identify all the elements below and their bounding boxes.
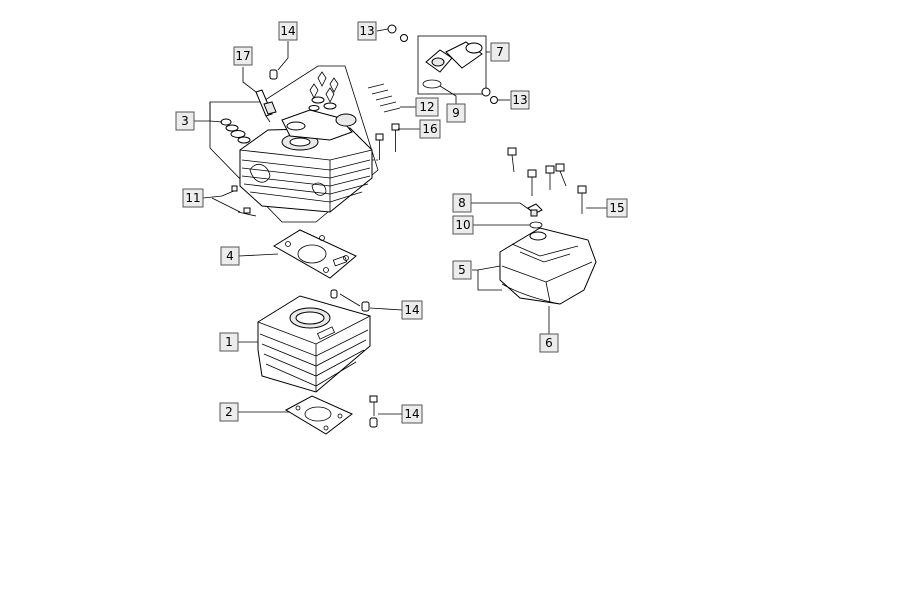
callout-13-top: 13 — [357, 21, 377, 41]
callout-1-text: 1 — [225, 335, 233, 349]
callout-1: 1 — [219, 332, 239, 352]
intake-pipe — [417, 35, 487, 95]
callout-14-top: 14 — [278, 21, 298, 41]
bolts-16 — [372, 123, 400, 161]
callout-14-bottom-text: 14 — [404, 407, 419, 421]
callout-11-text: 11 — [185, 191, 200, 205]
nuts-13 — [387, 24, 498, 104]
callout-8: 8 — [452, 193, 472, 213]
head-gasket — [273, 229, 357, 279]
cylinder-head — [209, 65, 379, 223]
callout-16-text: 16 — [422, 122, 437, 136]
cylinder-block — [257, 295, 371, 393]
callout-15-text: 15 — [609, 201, 624, 215]
dowel-pins-bottom — [369, 395, 378, 428]
callout-13-top-text: 13 — [359, 24, 374, 38]
callout-14-mid-text: 14 — [404, 303, 419, 317]
leader-lines — [194, 28, 607, 415]
callout-14-mid: 14 — [401, 300, 423, 320]
callout-7-text: 7 — [496, 45, 504, 59]
cylinder-head-cover — [499, 227, 597, 305]
callout-13-right: 13 — [510, 90, 530, 110]
callout-9: 9 — [446, 103, 466, 123]
callout-9-text: 9 — [452, 106, 460, 120]
callout-5: 5 — [452, 260, 472, 280]
callout-8-text: 8 — [458, 196, 466, 210]
callout-12: 12 — [415, 97, 439, 117]
o-ring — [529, 221, 543, 229]
callout-3: 3 — [175, 111, 195, 131]
bolts-15 — [507, 147, 587, 214]
callout-14-bottom: 14 — [401, 404, 423, 424]
spark-plug — [255, 89, 277, 123]
callout-3-text: 3 — [181, 114, 189, 128]
callout-2: 2 — [219, 402, 239, 422]
callout-10-text: 10 — [455, 218, 470, 232]
dowel-pins-top — [269, 69, 278, 80]
callout-6-text: 6 — [545, 336, 553, 350]
callout-11: 11 — [182, 188, 204, 208]
valve-seals — [220, 118, 251, 144]
dowel-pins-mid — [330, 289, 370, 312]
callout-5-text: 5 — [458, 263, 466, 277]
callout-17-text: 17 — [235, 49, 250, 63]
callout-13-right-text: 13 — [512, 93, 527, 107]
base-gasket — [284, 395, 353, 435]
studs-11 — [221, 185, 257, 217]
studs-12 — [367, 83, 401, 113]
callout-17: 17 — [233, 46, 253, 66]
callout-16: 16 — [419, 119, 441, 139]
callout-12-text: 12 — [419, 100, 434, 114]
callout-7: 7 — [490, 42, 510, 62]
callout-4-text: 4 — [226, 249, 234, 263]
callout-14-top-text: 14 — [280, 24, 295, 38]
callout-10: 10 — [452, 215, 474, 235]
callout-2-text: 2 — [225, 405, 233, 419]
cap-bolt — [527, 203, 543, 217]
callout-15: 15 — [606, 198, 628, 218]
callout-6: 6 — [539, 333, 559, 353]
valve-components — [308, 71, 339, 111]
callout-4: 4 — [220, 246, 240, 266]
